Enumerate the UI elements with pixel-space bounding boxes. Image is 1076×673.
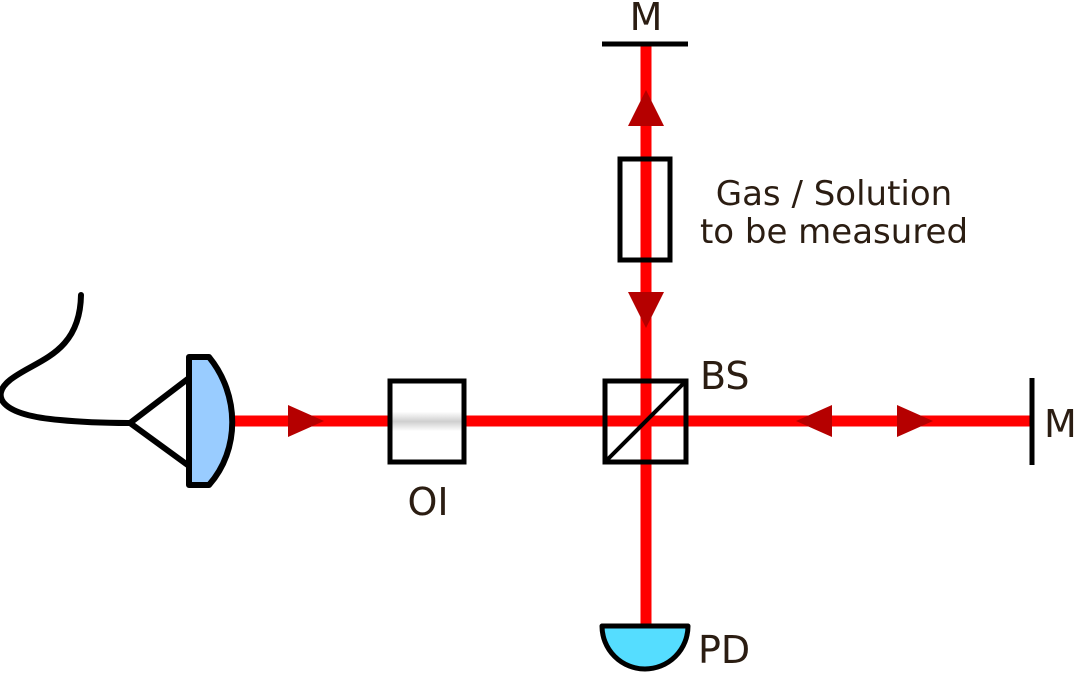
sample-label-line1: Gas / Solution <box>716 174 952 214</box>
optical-isolator-label: OI <box>407 480 448 524</box>
direction-arrows <box>288 90 933 437</box>
optical-isolator <box>387 378 467 465</box>
laser-beams <box>232 44 1032 626</box>
arrow-right-input <box>288 405 324 437</box>
arrow-down-sample <box>628 292 664 328</box>
arrow-left-reference <box>796 405 832 437</box>
arrow-right-reference <box>897 405 933 437</box>
fiber-collimator <box>124 354 236 488</box>
sample-cell <box>617 156 673 263</box>
beam-splitter-label: BS <box>700 354 750 398</box>
beam-splitter-diagonal <box>603 379 688 464</box>
mirror-right-label: M <box>1044 402 1076 446</box>
collimator-lens <box>186 354 236 488</box>
photodetector-label: PD <box>698 628 750 672</box>
sample-label-line2: to be measured <box>700 212 968 252</box>
optical-fiber <box>0 292 133 426</box>
arrow-up-sample <box>628 90 664 126</box>
beam-splitter-cube <box>602 378 689 465</box>
collimator-cone <box>124 375 191 469</box>
beam-splitter <box>602 378 689 465</box>
mirror-top-label: M <box>630 0 663 39</box>
photodetector <box>599 623 691 672</box>
